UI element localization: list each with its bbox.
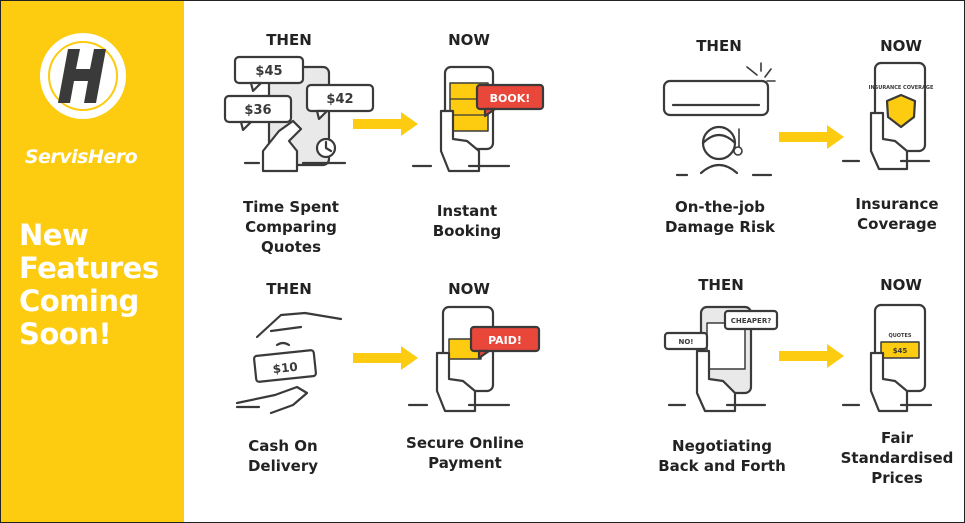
arrow-icon (353, 346, 418, 370)
caption-line: Instant (436, 202, 498, 220)
then-caption: On-the-job Damage Risk (647, 197, 793, 237)
then-caption: Cash On Delivery (213, 436, 353, 476)
then-cash-hands (235, 311, 343, 415)
caption-line: Prices (871, 469, 923, 487)
now-label: NOW (448, 280, 490, 298)
caption-line: Coverage (857, 215, 937, 233)
then-phone-negotiating (663, 305, 779, 413)
cheaper-bubble-text: CHEAPER? (731, 317, 772, 325)
quote-bubble-text: $42 (326, 92, 353, 107)
then-caption: Time Spent Comparing Quotes (221, 197, 361, 257)
servishero-logo (40, 33, 126, 119)
sidebar: ServisHero New Features Coming Soon! (1, 1, 184, 522)
now-caption: Secure Online Payment (389, 433, 541, 473)
quote-bubble-text: $36 (244, 103, 271, 118)
headline-line: Features (19, 251, 159, 285)
headline-line: New (19, 218, 89, 252)
caption-line: Damage Risk (664, 218, 776, 236)
now-phone-insurance (841, 61, 931, 171)
no-bubble-text: NO! (678, 338, 693, 346)
caption-line: Insurance (855, 195, 939, 213)
caption-line: Back and Forth (658, 457, 786, 475)
then-phone-quotes (223, 55, 375, 173)
quote-bubble-text: $45 (255, 64, 282, 79)
then-caption: Negotiating Back and Forth (647, 436, 797, 476)
now-caption: Fair Standardised Prices (829, 428, 964, 488)
brand-name: ServisHero (24, 146, 138, 168)
now-caption: Insurance Coverage (829, 194, 964, 234)
caption-line: On-the-job (674, 198, 766, 216)
cash-bill-text: $10 (272, 360, 298, 377)
caption-line: Cash On (248, 437, 318, 455)
insurance-phone-text: INSURANCE COVERAGE (869, 85, 934, 91)
caption-line: Secure Online (406, 434, 524, 452)
then-label: THEN (266, 31, 312, 49)
caption-line: Standardised (840, 449, 954, 467)
then-aircon-worker (662, 62, 776, 177)
caption-line: Time Spent (243, 198, 339, 216)
then-label: THEN (696, 37, 742, 55)
quotes-phone-title: QUOTES (889, 333, 912, 339)
arrow-icon (779, 344, 844, 368)
now-caption: Instant Booking (397, 201, 537, 241)
caption-line: Quotes (260, 238, 321, 256)
caption-line: Payment (428, 454, 502, 472)
then-label: THEN (266, 280, 312, 298)
headline-line: Coming (19, 284, 139, 318)
then-label: THEN (698, 276, 744, 294)
now-label: NOW (448, 31, 490, 49)
now-phone-payment (407, 305, 541, 413)
paid-bubble-text: PAID! (488, 334, 522, 347)
caption-line: Delivery (247, 457, 319, 475)
caption-line: Negotiating (672, 437, 772, 455)
arrow-icon (779, 125, 844, 149)
caption-line: Booking (432, 222, 502, 240)
caption-line: Fair (880, 429, 914, 447)
headline-line: Soon! (19, 317, 112, 351)
quotes-phone-price: $45 (893, 347, 908, 355)
now-label: NOW (880, 276, 922, 294)
arrow-icon (353, 112, 418, 136)
now-label: NOW (880, 37, 922, 55)
book-bubble-text: BOOK! (490, 92, 531, 105)
headline: New Features Coming Soon! (19, 219, 179, 351)
caption-line: Comparing (245, 218, 337, 236)
now-phone-prices (841, 303, 933, 413)
now-phone-booking (411, 65, 545, 173)
